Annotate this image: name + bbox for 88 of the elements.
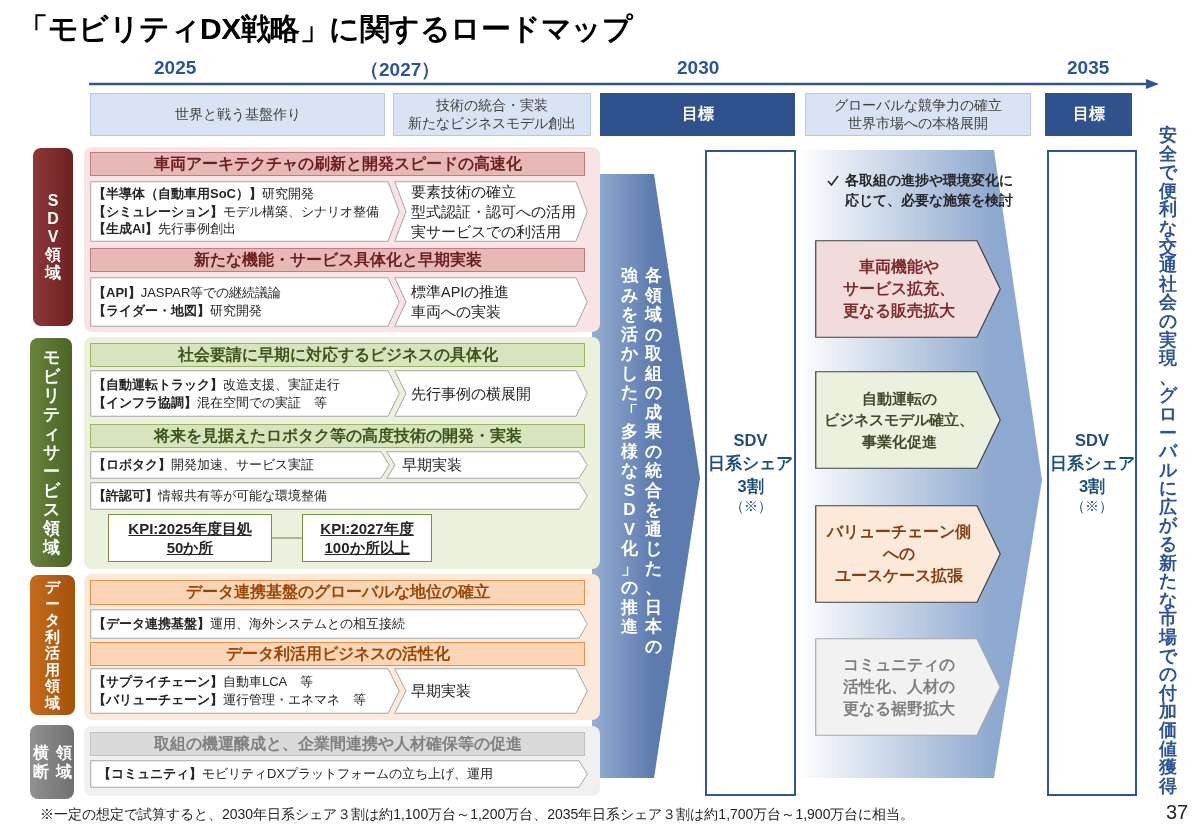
connector-line bbox=[271, 537, 303, 539]
band-text: 各領域の取組の成果の統合を通じた、日本の強みを活かした「多様なSDV化」の推進 bbox=[620, 266, 663, 656]
heading-bar: 車両アーキテクチャの刷新と開発スピードの高速化 bbox=[90, 152, 585, 176]
chevron-box bbox=[394, 277, 588, 327]
chevron-box bbox=[90, 181, 400, 242]
note-text: 各取組の進捗や環境変化に応じて、必要な施策を検討 bbox=[845, 171, 1014, 210]
goal-text: 日系シェア3割 bbox=[707, 452, 794, 497]
domain-panel bbox=[84, 574, 600, 720]
year-label: （2027） bbox=[360, 58, 441, 82]
chevron-box bbox=[815, 505, 1001, 603]
heading-bar: データ連携基盤のグローバルな地位の確立 bbox=[90, 580, 585, 605]
item-text: 【ライダー・地図】研究開発 bbox=[93, 302, 262, 320]
title: 「モビリティDX戦略」に関するロードマップ bbox=[18, 11, 633, 47]
item-text: 【自動運転トラック】改造支援、実証走行 bbox=[93, 375, 340, 394]
year-label: 2025 bbox=[154, 57, 197, 79]
phase-box bbox=[805, 93, 1031, 136]
kpi-box: KPI:2025年度目処50か所 bbox=[108, 514, 272, 562]
chevron-box bbox=[815, 371, 1001, 469]
chevron-box bbox=[394, 370, 588, 417]
chevron-box bbox=[90, 370, 400, 417]
heading-bar: 新たな機能・サービス具体化と早期実装 bbox=[90, 248, 585, 272]
goal-text: 日系シェア3割 bbox=[1049, 452, 1135, 497]
footnote-text: ※一定の想定で試算すると、2030年日系シェア３割は約1,100万台～1,200万台、2035年日系シェア３割は約1,700万台～1,900万台に相当。 bbox=[40, 806, 915, 824]
item-text: 【生成AI】先行事例創出 bbox=[93, 220, 236, 239]
domain-tab: SDV 領域 bbox=[33, 148, 73, 326]
item-text: 先行事例の横展開 bbox=[411, 384, 531, 404]
kpi-box: KPI:2027年度100か所以上 bbox=[302, 514, 432, 562]
goal-box bbox=[705, 150, 796, 796]
phase-box: 世界と戦う基盤作り bbox=[90, 93, 385, 136]
goal-text: SDV bbox=[1075, 430, 1109, 452]
domain-tab: 領域横断 bbox=[30, 725, 74, 799]
year-label: 2030 bbox=[677, 57, 720, 79]
item-text: 早期実装 bbox=[411, 682, 471, 701]
page-number: 37 bbox=[1166, 801, 1189, 824]
heading-bar: 社会要請に早期に対応するビジネスの具体化 bbox=[90, 343, 585, 367]
phase-text: 技術の統合・実装 bbox=[436, 96, 548, 115]
item-text: 【データ連携基盤】運用、海外システムとの相互接続 bbox=[93, 615, 405, 633]
heading-bar: 取組の機運醸成と、企業間連携や人材確保等の促進 bbox=[90, 732, 585, 756]
note-mark: （※） bbox=[729, 497, 772, 517]
target-box: 目標 bbox=[600, 93, 795, 136]
note-mark: （※） bbox=[1071, 497, 1113, 517]
item-text: 【半導体（自動車用SoC）】研究開発 bbox=[93, 184, 314, 203]
domain-tab: モビリティサービス領域 bbox=[30, 338, 72, 567]
item-text: 型式認証・認可への活用 bbox=[411, 202, 576, 222]
item-text: 要素技術の確立 bbox=[411, 182, 516, 202]
goal-box bbox=[1047, 150, 1137, 796]
outcome-text: 車両機能やサービス拡充、更なる販売拡大 bbox=[842, 257, 956, 322]
item-text: 【インフラ協調】混在空間での実証 等 bbox=[93, 393, 327, 412]
vision-text: 安全で便利な交通社会の実現、グローバルに広がる新たな市場での付加価値獲得 bbox=[1158, 126, 1178, 796]
item-text: 【ロボタク】開発加速、サービス実証 bbox=[93, 456, 314, 474]
domain-panel bbox=[84, 337, 600, 569]
phase-text: グローバルな競争力の確立 bbox=[834, 96, 1002, 115]
item-text: 早期実装 bbox=[402, 456, 462, 475]
item-text: 【サプライチェーン】自動車LCA 等 bbox=[93, 673, 313, 691]
phase-text: 世界市場への本格展開 bbox=[848, 114, 988, 133]
item-text: 【許認可】情報共有等が可能な環境整備 bbox=[93, 487, 327, 505]
goal-text: SDV bbox=[733, 430, 768, 452]
domain-tab: データ利活用領域 bbox=[30, 575, 75, 715]
target-box: 目標 bbox=[1045, 93, 1132, 136]
chevron-box bbox=[815, 240, 1001, 338]
item-text: 標準APIの推進 bbox=[411, 283, 510, 302]
heading-bar: 将来を見据えたロボタク等の高度技術の開発・実装 bbox=[90, 424, 585, 448]
item-text: 【シミュレーション】モデル構築、シナリオ整備 bbox=[93, 202, 379, 221]
chevron-box bbox=[90, 609, 588, 639]
phase-box bbox=[393, 93, 591, 136]
outcome-text: バリューチェーン側へのユースケース拡張 bbox=[825, 522, 972, 586]
domain-panel bbox=[84, 726, 600, 796]
chevron-box bbox=[394, 668, 588, 714]
item-text: 車両への実装 bbox=[411, 303, 501, 322]
chevron-box bbox=[90, 668, 400, 714]
chevron-box bbox=[394, 181, 588, 242]
heading-bar: データ利活用ビジネスの活性化 bbox=[90, 642, 585, 666]
outcome-text: コミュニティの活性化、人材の更なる裾野拡大 bbox=[843, 655, 955, 720]
item-text: 【API】JASPAR等での継続議論 bbox=[93, 284, 282, 302]
chevron-box bbox=[90, 482, 588, 510]
arrow-band bbox=[592, 174, 700, 778]
phase-text: 新たなビジネスモデル創出 bbox=[408, 114, 576, 133]
year-label: 2035 bbox=[1067, 57, 1110, 79]
chevron-box bbox=[815, 638, 1001, 736]
outcome-text: 自動運転のビジネスモデル確立、事業化促進 bbox=[823, 389, 975, 452]
chevron-box bbox=[90, 760, 588, 788]
item-text: 実サービスでの利活用 bbox=[411, 222, 561, 242]
chevron-box bbox=[90, 451, 390, 479]
item-text: 【バリューチェーン】運行管理・エネマネ 等 bbox=[93, 691, 366, 709]
chevron-box bbox=[386, 451, 588, 479]
item-text: 【コミュニティ】モビリティDXプラットフォームの立ち上げ、運用 bbox=[98, 765, 494, 783]
domain-panel bbox=[84, 147, 600, 332]
chevron-box bbox=[90, 277, 400, 327]
